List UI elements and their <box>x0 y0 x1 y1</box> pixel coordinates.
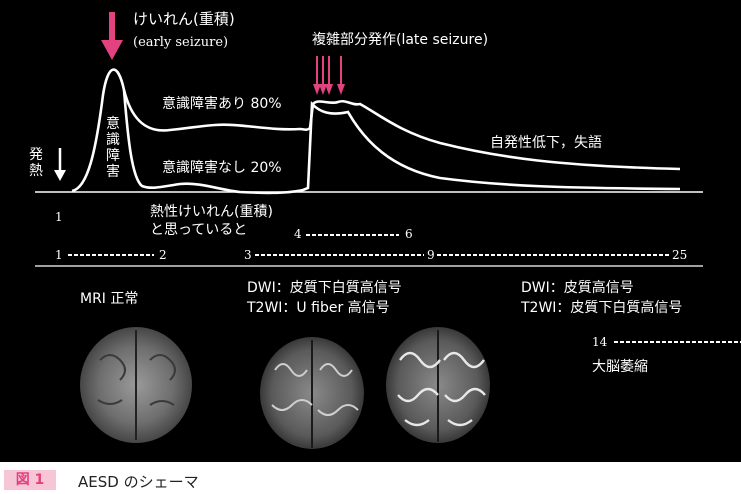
fever-onset-label: 発熱 <box>29 147 43 179</box>
figure-number-badge: 図 1 <box>4 470 56 490</box>
febrile-note-line-1: 熱性けいれん(重積) <box>150 204 273 220</box>
day-14: 14 <box>592 335 608 349</box>
day-6: 6 <box>405 227 413 241</box>
early-seizure-label: けいれん(重積) <box>133 10 235 28</box>
day-3: 3 <box>244 248 252 262</box>
febrile-note-line-2: と思っていると <box>150 222 248 238</box>
early-t2-label: T2WI：U fiber 高信号 <box>247 300 390 316</box>
schema-graphics <box>35 12 741 449</box>
fever-onset-arrow <box>54 148 66 181</box>
with-disorder-label: 意識障害あり 80% <box>162 96 282 112</box>
day-1: 1 <box>55 248 63 262</box>
late-t2-label: T2WI：皮質下白質高信号 <box>521 300 683 316</box>
consciousness-disorder-label: 意識障害 <box>106 116 120 180</box>
atrophy-label: 大脳萎縮 <box>592 359 648 375</box>
late-seizure-label: 複雑部分発作(late seizure) <box>312 32 489 48</box>
mri-normal-image <box>80 327 192 443</box>
mri-normal-label: MRI 正常 <box>80 291 139 307</box>
without-disorder-label: 意識障害なし 20% <box>162 160 282 176</box>
day-2: 2 <box>159 248 167 262</box>
early-seizure-arrow <box>101 12 123 60</box>
day-25: 25 <box>672 248 688 262</box>
sequelae-label: 自発性低下，失語 <box>490 135 602 151</box>
mri-late-image <box>386 327 490 443</box>
day-9: 9 <box>427 248 435 262</box>
curve-with-disorder <box>71 68 681 193</box>
schema-panel: けいれん(重積) (early seizure) 複雑部分発作(late sei… <box>0 0 741 462</box>
curve-without-disorder <box>122 89 681 195</box>
caption-bar <box>0 462 741 494</box>
early-dwi-label: DWI：皮質下白質高信号 <box>247 280 402 296</box>
early-seizure-en-label: (early seizure) <box>133 35 229 50</box>
late-seizure-arrows <box>313 56 345 95</box>
late-dwi-label: DWI：皮質高信号 <box>521 280 634 296</box>
day-4: 4 <box>294 227 302 241</box>
figure-caption: AESD のシェーマ <box>78 473 199 491</box>
mri-early-image <box>260 337 364 449</box>
day-1-top: 1 <box>55 210 63 224</box>
